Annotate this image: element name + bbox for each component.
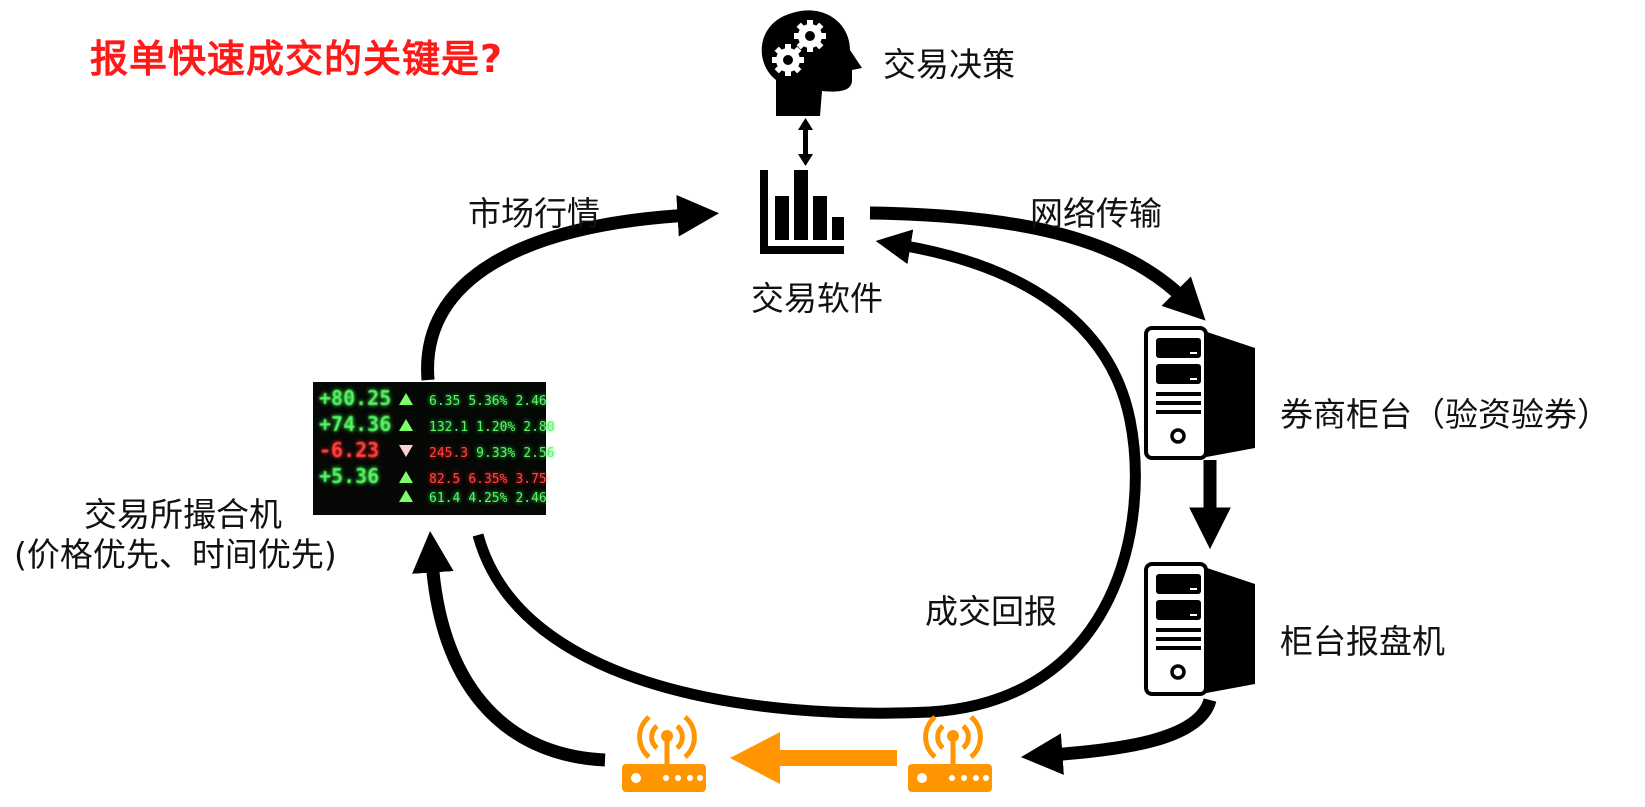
trade-report-arrow (472, 229, 1141, 719)
ticker-cell: 2.46 (515, 491, 547, 506)
triangle-up-icon (399, 490, 413, 502)
ticker-change: +80.25 (319, 386, 392, 410)
triangle-up-icon (399, 393, 413, 405)
stock-ticker-image: +80.25 6.35 5.36% 2.46 +74.36 132.1 1.20% 2.80 -… (313, 382, 555, 515)
ticker-change: +74.36 (319, 412, 392, 436)
ticker-row: +74.36 132.1 1.20% 2.80 (319, 412, 555, 436)
triangle-up-icon (399, 471, 413, 483)
decision-software-double-arrow (798, 118, 813, 166)
wireless-link-arrow (730, 732, 897, 784)
triangle-down-icon (399, 445, 413, 457)
counter-reporter-label: 柜台报盘机 (1280, 622, 1445, 661)
ticker-cell: 5.36% (468, 394, 508, 409)
ticker-cell: 6.35% (468, 472, 508, 487)
ticker-cell: 82.5 (429, 472, 461, 487)
ticker-cell: 6.35 (429, 394, 461, 409)
broker-counter-label: 券商柜台（验资验券） (1280, 395, 1610, 434)
market-data-label: 市场行情 (468, 194, 600, 233)
ticker-cell: 2.46 (515, 394, 547, 409)
ticker-row: -6.23 245.3 9.33% 2.56 (319, 438, 555, 462)
head-gears-icon (761, 10, 862, 117)
server-tower-icon (1144, 326, 1255, 460)
decision-label: 交易决策 (883, 45, 1015, 84)
ticker-cell: 2.80 (523, 420, 555, 435)
exchange-rule-label: (价格优先、时间优先) (14, 535, 337, 574)
ticker-cell: 4.25% (468, 491, 508, 506)
trade-report-label: 成交回报 (925, 592, 1057, 631)
ticker-row: 61.4 4.25% 2.46 (319, 490, 547, 506)
wireless-router-icon (908, 715, 992, 792)
reporter-to-router-arrow (1020, 697, 1217, 775)
exchange-label: 交易所撮合机 (84, 495, 282, 534)
ticker-change: +5.36 (319, 464, 380, 488)
bar-chart-icon (760, 170, 844, 254)
ticker-change: -6.23 (319, 438, 380, 462)
ticker-cell: 3.75 (515, 472, 547, 487)
router-to-exchange-arrow (412, 530, 606, 767)
ticker-cell: 61.4 (429, 491, 461, 506)
ticker-cell: 1.20% (476, 420, 516, 435)
ticker-row: +80.25 6.35 5.36% 2.46 (319, 386, 547, 410)
software-label: 交易软件 (751, 279, 883, 318)
server-tower-icon (1144, 562, 1255, 696)
ticker-row: +5.36 82.5 6.35% 3.75 (319, 464, 547, 488)
ticker-cell: 2.56 (523, 446, 555, 461)
ticker-cell: 132.1 (429, 420, 469, 435)
ticker-cell: 9.33% (476, 446, 516, 461)
network-transmission-label: 网络传输 (1030, 194, 1162, 233)
wireless-router-icon (622, 715, 706, 792)
slide-title: 报单快速成交的关键是? (90, 37, 504, 81)
network-transmission-arrow (869, 206, 1206, 321)
ticker-cell: 245.3 (429, 446, 469, 461)
triangle-up-icon (399, 419, 413, 431)
market-data-arrow (421, 194, 720, 381)
